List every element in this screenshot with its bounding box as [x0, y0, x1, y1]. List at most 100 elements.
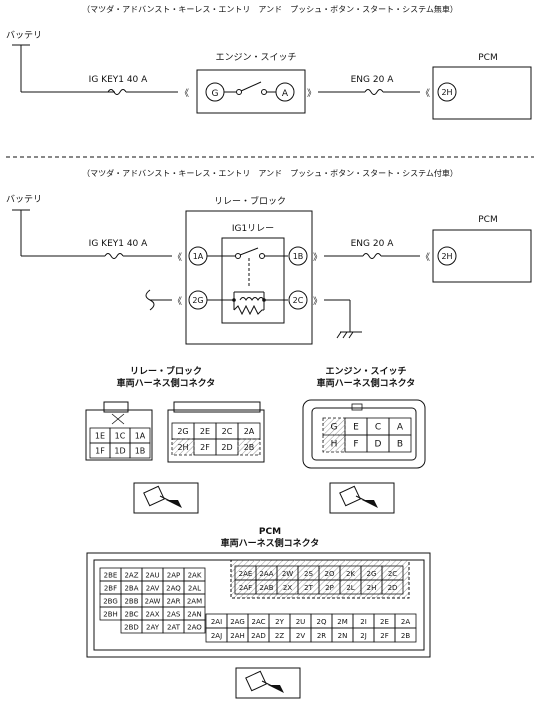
connector-pin-label: D — [375, 440, 382, 450]
connector-pin-label: 2AU — [145, 572, 159, 580]
terminal-2c: 2C — [293, 296, 304, 305]
connector-pin-label: 2AS — [167, 611, 181, 619]
connector-pin-label: 2AT — [167, 624, 181, 632]
connector-pin-label: 1D — [114, 447, 125, 456]
connector-pin-cell — [183, 619, 206, 634]
connector-pin-label: 2B — [401, 632, 410, 640]
connector-pin-label: 2T — [304, 584, 313, 592]
connector-pin-cell — [381, 579, 404, 595]
relay-block-label: リレー・ブロック — [214, 195, 286, 207]
connector-pin-label: 2AD — [251, 632, 266, 640]
connector-pin-label: 2D — [388, 584, 398, 592]
connector-pin-label: 2AH — [230, 632, 245, 640]
connector-pin-label: F — [353, 440, 358, 450]
connector-pin-label: 2A — [244, 427, 255, 436]
pcm-conn-symbol-arrow-shaft — [261, 680, 281, 691]
engine-switch-box — [196, 69, 306, 114]
connector-pin-label: 2BH — [103, 611, 118, 619]
connector-pin-label: 1E — [95, 432, 105, 441]
connector-pin-label: C — [375, 423, 381, 433]
relay-block-box — [185, 210, 313, 345]
terminal-2h-2: 2H — [441, 252, 452, 261]
connector-pin-label: 2AG — [230, 618, 245, 626]
connector-chevron: 《 — [173, 296, 182, 307]
connector-pin-label: 2H — [177, 443, 188, 452]
connector-pin-label: 2BG — [103, 598, 118, 606]
connector-pin-label: 2AE — [239, 570, 253, 578]
connector-pin-label: 1F — [95, 447, 105, 456]
connector-pin-label: 2AC — [251, 618, 265, 626]
relay-resistor — [233, 304, 264, 316]
connector-chevron: 《 — [173, 252, 182, 263]
eng-conn-inner — [311, 407, 417, 461]
connector-pin-label: 2C — [222, 427, 233, 436]
connector-pin-label: 2BB — [124, 598, 138, 606]
connector-pin-label: 2AK — [188, 572, 202, 580]
connector-pin-label: 2BF — [104, 585, 117, 593]
connector-pin-label: 2F — [200, 443, 210, 452]
pcm-conn-symbol — [235, 667, 301, 699]
connector-pin-label: 2A — [401, 618, 410, 626]
connector-chevron: 》 — [313, 296, 322, 307]
connector-pin-label: B — [397, 440, 403, 450]
connector-pin-label: 2W — [282, 570, 293, 578]
eng-conn-symbol — [329, 482, 395, 514]
eng-conn-symbol-plug — [339, 485, 361, 507]
connector-pin-label: 2BD — [124, 624, 139, 632]
with-system-title: （マツダ・アドバンスト・キーレス・エントリ アンド プッシュ・ボタン・スタート・… — [82, 168, 458, 178]
pcm-label-2: PCM — [478, 215, 497, 225]
relay-conn-right-latch — [173, 401, 261, 413]
pcm-conn-title-1: PCM — [259, 527, 281, 537]
connector-pin-label: E — [353, 423, 359, 433]
engine-switch-label: エンジン・スイッチ — [215, 52, 296, 63]
connector-chevron: 《 — [180, 88, 189, 99]
battery-label-2: バッテリ — [6, 194, 42, 205]
connector-pin-label: 2AQ — [166, 585, 181, 593]
connector-pin-label: 2P — [325, 584, 334, 592]
connector-pin-label: 2BA — [124, 585, 138, 593]
connector-pin-label: A — [397, 423, 404, 433]
terminal-1b-circle — [288, 246, 308, 266]
connector-pin-label: 2F — [380, 632, 388, 640]
eng-conn-symbol-arrow-head — [362, 500, 378, 508]
relay-contact-left — [235, 253, 241, 259]
connector-pin-label: 1A — [135, 432, 146, 441]
pcm-conn-symbol-plug — [245, 670, 267, 692]
connector-chevron: 《 — [421, 252, 430, 263]
relay-contact-right — [259, 253, 265, 259]
pcm-conn-title-2: 車両ハーネス側コネクタ — [221, 537, 320, 549]
pcm-box-2 — [432, 229, 532, 283]
connector-pin-label: 2AO — [187, 624, 202, 632]
connector-pin-label: 2AF — [239, 584, 252, 592]
eng-conn-title-1: エンジン・スイッチ — [325, 366, 406, 377]
terminal-1a: 1A — [193, 252, 204, 261]
connector-chevron: 》 — [313, 252, 322, 263]
connector-pin-label: 2I — [360, 618, 367, 626]
connector-pin-label: 2V — [296, 632, 305, 640]
switch-contact-left — [236, 89, 242, 95]
connector-pin-label: 2BC — [124, 611, 138, 619]
terminal-2h-circle-1 — [437, 82, 457, 102]
connector-pin-label: H — [331, 440, 338, 450]
relay-conn-symbol — [133, 482, 199, 514]
terminal-a: A — [282, 89, 289, 99]
relay-conn-right-body — [167, 409, 265, 463]
connector-pin-label: 2AA — [259, 570, 273, 578]
fuse-ig-key1-1 — [107, 89, 127, 95]
connector-pin-cell — [394, 627, 417, 643]
connector-pin-label: 2AZ — [124, 572, 138, 580]
connector-pin-label: 2U — [296, 618, 306, 626]
relay-coil — [239, 297, 265, 301]
relay-conn-symbol-plug — [143, 485, 165, 507]
terminal-g: G — [212, 89, 219, 99]
connector-pin-label: 2H — [367, 584, 377, 592]
connector-pin-label: 2L — [346, 584, 354, 592]
connector-pin-cell — [129, 442, 151, 459]
relay-blade — [239, 247, 259, 256]
pcm-box-1 — [432, 66, 532, 120]
connector-pin-label: 2B — [244, 443, 255, 452]
relay-conn-title-1: リレー・ブロック — [130, 365, 202, 377]
connector-pin-label: 2AV — [146, 585, 160, 593]
connector-pin-label: 2M — [337, 618, 348, 626]
